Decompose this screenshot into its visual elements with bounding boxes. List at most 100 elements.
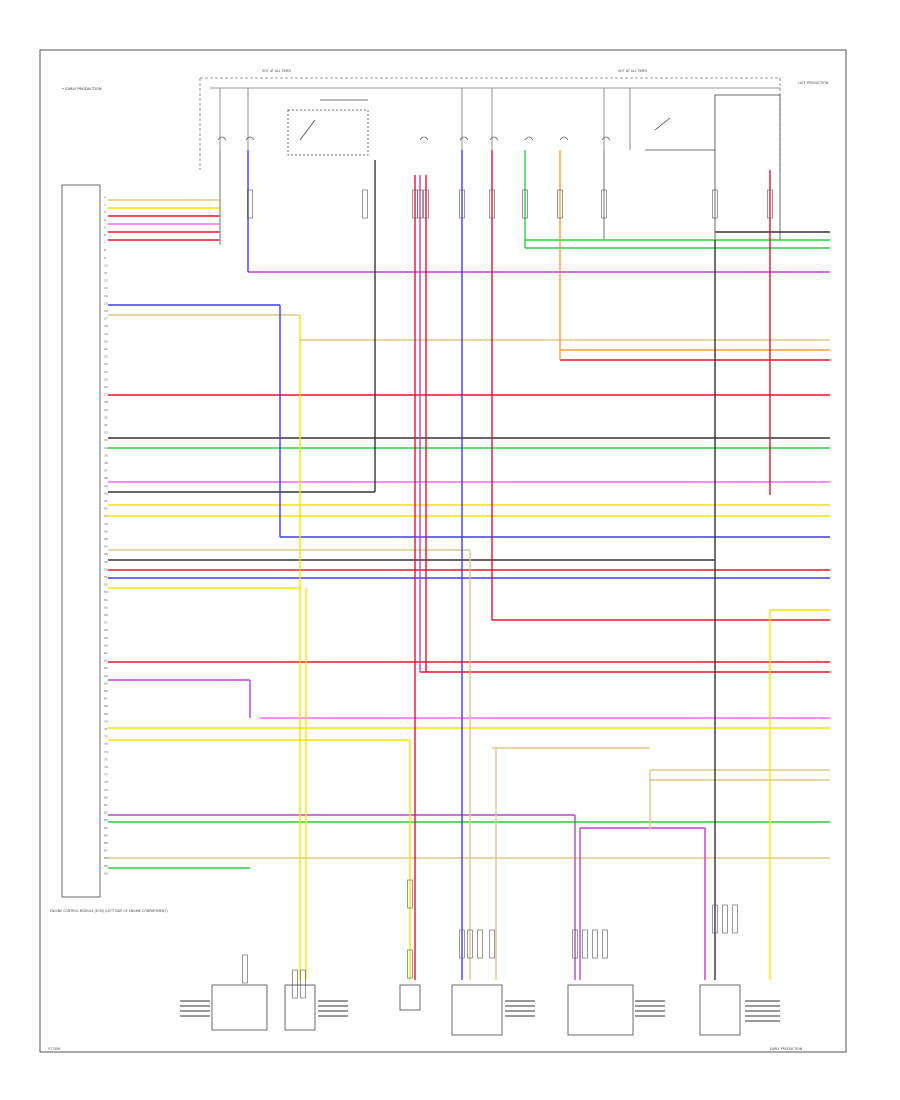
connector-stub [407,879,413,909]
pin-number: 24 [104,370,108,374]
bottom-components [211,984,741,1036]
pin-number: 53 [104,590,108,594]
pin-number: 1 [104,195,106,199]
connector-stub [417,189,423,219]
bottom-right-note: EARLY PRODUCTION [770,1047,803,1051]
pin-number: 17 [104,317,108,321]
pin-number: 63 [104,666,108,670]
pin-number: 57 [104,621,108,625]
pin-number: 39 [104,484,108,488]
pin-number: 10 [104,263,108,267]
pin-number: 49 [104,560,108,564]
pin-number: 33 [104,438,108,442]
pin-number: 2 [104,203,106,207]
hot-at-all-times-label-2: HOT AT ALL TIMES [618,69,647,73]
pin-number: 44 [104,522,108,526]
pin-number: 51 [104,575,108,579]
pin-number: 29 [104,408,108,412]
pin-number: 62 [104,659,108,663]
pin-number: 46 [104,537,108,541]
connector-stub [712,189,718,219]
pin-number: 75 [104,757,108,761]
pin-number: 67 [104,697,108,701]
component-oxygen-sensor-connector [399,984,421,1011]
pin-number: 73 [104,742,108,746]
pin-number: 34 [104,446,108,450]
pin-number: 55 [104,605,108,609]
pin-number: 20 [104,339,108,343]
pin-number: 25 [104,377,108,381]
connector-stub [300,969,306,999]
pin-number: 90 [104,871,108,875]
pin-number: 6 [104,233,106,237]
connector-stub [407,949,413,979]
connector-stub [712,904,718,934]
pin-number: 19 [104,332,108,336]
pin-number: 71 [104,727,108,731]
pin-number: 45 [104,529,108,533]
pin-number: 13 [104,286,108,290]
pin-number: 86 [104,841,108,845]
pin-number: 85 [104,833,108,837]
component-throttle-sensor [567,984,634,1036]
pin-number: 65 [104,681,108,685]
pin-number: 8 [104,248,106,252]
pin-number: 81 [104,803,108,807]
late-production-label: LATE PRODUCTION [798,81,829,85]
pin-number: 38 [104,476,108,480]
connector-stub [601,189,607,219]
pin-number: 87 [104,849,108,853]
pin-number: 7 [104,241,106,245]
pin-number: 80 [104,795,108,799]
page-id: Y17456 [48,1047,60,1051]
pin-number: 11 [104,271,108,275]
connector-stub [489,929,495,959]
connector-stub [292,969,298,999]
pin-number: 12 [104,279,108,283]
connector-stub [459,929,465,959]
pin-number: 3 [104,210,106,214]
pin-number: 18 [104,324,108,328]
pin-number: 48 [104,552,108,556]
diagram-frame [39,49,847,1053]
pin-number: 5 [104,225,106,229]
ecm-label: ENGINE CONTROL MODULE (ECM) (LEFT SIDE O… [50,909,168,913]
connector-stubs [242,189,773,999]
component-maf-sensor [699,984,741,1036]
pin-number: 9 [104,256,106,260]
pin-number: 16 [104,309,108,313]
pin-number: 70 [104,719,108,723]
connector-stub [522,189,528,219]
pin-number: 82 [104,811,108,815]
pin-number: 36 [104,461,108,465]
pin-number: 61 [104,651,108,655]
pin-number: 41 [104,499,108,503]
connector-stub [582,929,588,959]
pin-number: 69 [104,712,108,716]
pin-number: 68 [104,704,108,708]
connector-stub [467,929,473,959]
pin-number: 23 [104,362,108,366]
pin-number: 84 [104,826,108,830]
component-camshaft-sensor [284,984,316,1031]
fuses [217,136,611,141]
pin-number: 22 [104,355,108,359]
horizontal-wires [108,199,830,869]
component-oxygen-sensor [451,984,503,1036]
hot-at-all-times-label-1: HOT AT ALL TIMES [262,69,291,73]
pin-number: 28 [104,400,108,404]
pin-number: 77 [104,773,108,777]
pin-number: 60 [104,643,108,647]
pin-number: 50 [104,567,108,571]
pin-number: 78 [104,780,108,784]
connector-stub [489,189,495,219]
pin-number: 89 [104,864,108,868]
pin-number: 88 [104,856,108,860]
pin-number: 35 [104,453,108,457]
pin-number: 72 [104,735,108,739]
pin-number: 43 [104,514,108,518]
relay-ecm-power [287,99,369,156]
connector-stub [459,189,465,219]
pin-number: 83 [104,818,108,822]
